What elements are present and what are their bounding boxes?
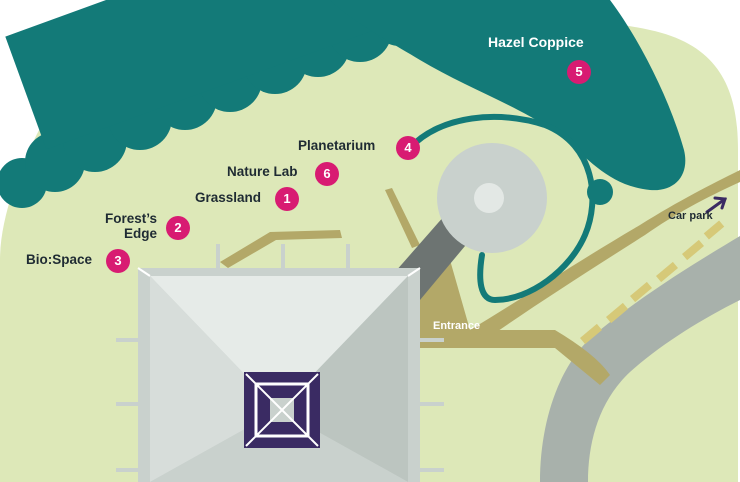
marker-4[interactable]: 4 [396, 136, 420, 160]
marker-6[interactable]: 6 [315, 162, 339, 186]
marker-2[interactable]: 2 [166, 216, 190, 240]
label-bio-space: Bio:Space [26, 252, 93, 267]
main-building [116, 244, 444, 482]
road [540, 236, 740, 482]
hazel-coppice-area [330, 0, 686, 191]
label-entrance: Entrance [433, 320, 481, 332]
label-forests-edge-line1: Forest’s [105, 211, 158, 226]
planetarium-dome-top [474, 183, 504, 213]
parking-markers [580, 220, 725, 345]
label-grassland: Grassland [195, 190, 262, 205]
arrow-up-right-icon [705, 196, 728, 214]
label-planetarium: Planetarium [298, 138, 376, 153]
label-car-park: Car park [668, 210, 713, 222]
loop-node [587, 179, 613, 205]
label-forests-edge-line2: Edge [124, 226, 158, 241]
label-hazel-coppice: Hazel Coppice [488, 34, 584, 50]
marker-1[interactable]: 1 [275, 187, 299, 211]
marker-5[interactable]: 5 [567, 60, 591, 84]
planetarium-loop [407, 114, 596, 304]
footpaths [220, 170, 740, 385]
marker-3[interactable]: 3 [106, 249, 130, 273]
label-nature-lab: Nature Lab [227, 164, 298, 179]
label-forests-edge: Forest’s Edge [105, 211, 157, 241]
